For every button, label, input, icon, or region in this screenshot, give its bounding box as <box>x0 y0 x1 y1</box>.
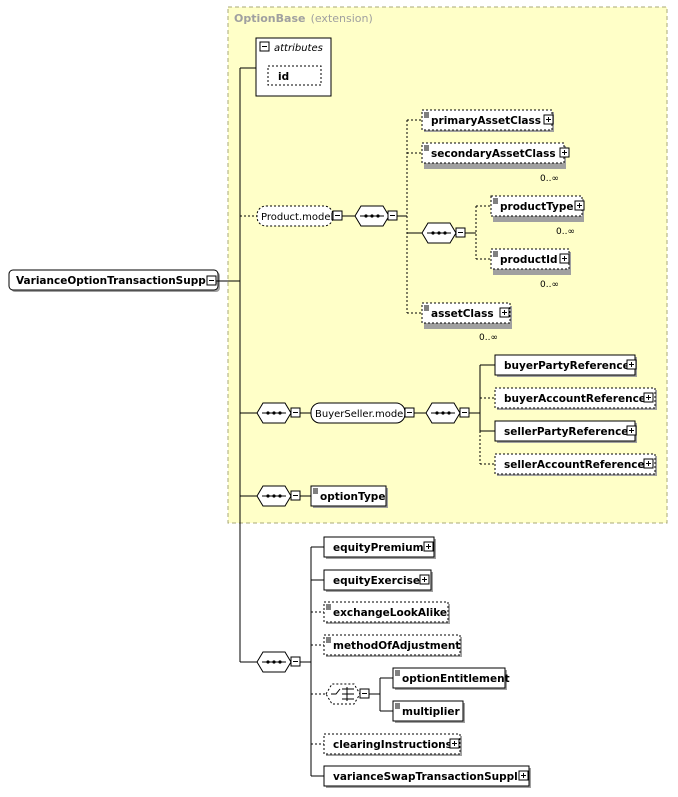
element-exchangeLookAlike[interactable]: exchangeLookAlike <box>323 601 450 624</box>
element-sellerPartyReference[interactable]: sellerPartyReference <box>494 420 637 443</box>
element-label: optionType <box>320 491 385 503</box>
attributes-title: attributes <box>274 43 323 54</box>
collapse-icon[interactable] <box>290 656 301 667</box>
element-label: assetClass <box>431 308 494 320</box>
sequence-compositor <box>256 651 301 673</box>
element-label: productId <box>500 254 558 266</box>
element-label: methodOfAdjustment <box>333 640 460 652</box>
element-label: buyerAccountReference <box>504 393 646 405</box>
expand-icon[interactable] <box>574 200 585 211</box>
sequence-compositor <box>354 205 398 227</box>
element-equityExercise[interactable]: equityExercise <box>323 569 433 592</box>
element-equityPremium[interactable]: equityPremium <box>323 536 436 559</box>
choice-compositor <box>325 683 370 705</box>
sequence-compositor <box>425 402 470 424</box>
expand-icon[interactable] <box>643 458 654 469</box>
element-optionEntitlement[interactable]: optionEntitlement <box>392 667 510 690</box>
expand-icon[interactable] <box>518 770 529 781</box>
element-multiplier[interactable]: multiplier <box>392 700 465 723</box>
collapse-icon[interactable] <box>332 210 343 221</box>
product-model-group[interactable]: Product.model <box>256 205 343 227</box>
buyer-seller-model-group[interactable]: BuyerSeller.model <box>310 402 415 424</box>
element-label: optionEntitlement <box>402 673 510 685</box>
element-label: exchangeLookAlike <box>333 607 447 619</box>
expand-icon[interactable] <box>559 147 570 158</box>
attributes-box: attributes id <box>255 37 332 97</box>
option-base-title: OptionBase (extension) <box>234 7 373 26</box>
element-label: equityExercise <box>333 575 420 587</box>
collapse-icon[interactable] <box>259 41 270 52</box>
element-label: multiplier <box>402 706 460 718</box>
sequence-compositor <box>256 485 301 507</box>
element-secondaryAssetClass[interactable]: secondaryAssetClass 0..∞ <box>421 142 570 184</box>
collapse-icon[interactable] <box>387 210 398 221</box>
element-buyerAccountReference[interactable]: buyerAccountReference <box>494 387 657 410</box>
element-label: varianceSwapTransactionSuppl... <box>333 771 530 783</box>
collapse-icon[interactable] <box>459 407 470 418</box>
element-varianceSwapTransactionSupplement[interactable]: varianceSwapTransactionSuppl... <box>323 765 531 788</box>
element-primaryAssetClass[interactable]: primaryAssetClass <box>421 109 554 132</box>
attribute-id[interactable]: id <box>278 71 289 83</box>
expand-icon[interactable] <box>419 574 430 585</box>
sequence-compositor <box>256 402 301 424</box>
buyer-seller-model-label: BuyerSeller.model <box>315 409 406 420</box>
expand-icon[interactable] <box>423 541 434 552</box>
occurrence-label: 0..∞ <box>540 280 559 290</box>
expand-icon[interactable] <box>626 359 637 370</box>
element-label: secondaryAssetClass <box>431 148 556 160</box>
element-label: equityPremium <box>333 542 424 554</box>
element-clearingInstructions[interactable]: clearingInstructions <box>323 733 462 756</box>
collapse-icon[interactable] <box>404 407 415 418</box>
element-buyerPartyReference[interactable]: buyerPartyReference <box>494 354 637 377</box>
product-model-label: Product.model <box>261 212 333 223</box>
element-methodOfAdjustment[interactable]: methodOfAdjustment <box>323 634 462 657</box>
collapse-icon[interactable] <box>206 275 217 286</box>
occurrence-label: 0..∞ <box>540 174 559 184</box>
element-label: primaryAssetClass <box>431 115 541 127</box>
element-assetClass[interactable]: assetClass 0..∞ <box>421 302 512 343</box>
collapse-icon[interactable] <box>290 490 301 501</box>
collapse-icon[interactable] <box>455 227 466 238</box>
expand-icon[interactable] <box>543 114 554 125</box>
occurrence-label: 0..∞ <box>556 227 575 237</box>
collapse-icon[interactable] <box>290 407 301 418</box>
sequence-compositor <box>421 222 466 244</box>
element-sellerAccountReference[interactable]: sellerAccountReference <box>494 453 657 476</box>
element-label: buyerPartyReference <box>504 360 630 372</box>
element-label: clearingInstructions <box>333 739 452 751</box>
expand-icon[interactable] <box>643 392 654 403</box>
root-label: VarianceOptionTransactionSupp... <box>16 275 218 287</box>
expand-icon[interactable] <box>559 253 570 264</box>
root-element[interactable]: VarianceOptionTransactionSupp... <box>8 269 220 292</box>
expand-icon[interactable] <box>449 738 460 749</box>
element-productId[interactable]: productId 0..∞ <box>490 248 571 290</box>
element-optionType[interactable]: optionType <box>310 485 388 508</box>
expand-icon[interactable] <box>499 307 510 318</box>
occurrence-label: 0..∞ <box>479 333 498 343</box>
element-label: sellerPartyReference <box>504 426 628 438</box>
element-label: sellerAccountReference <box>504 459 645 471</box>
expand-icon[interactable] <box>626 425 637 436</box>
collapse-icon[interactable] <box>359 688 370 699</box>
element-productType[interactable]: productType 0..∞ <box>490 195 585 237</box>
element-label: productType <box>500 201 574 213</box>
